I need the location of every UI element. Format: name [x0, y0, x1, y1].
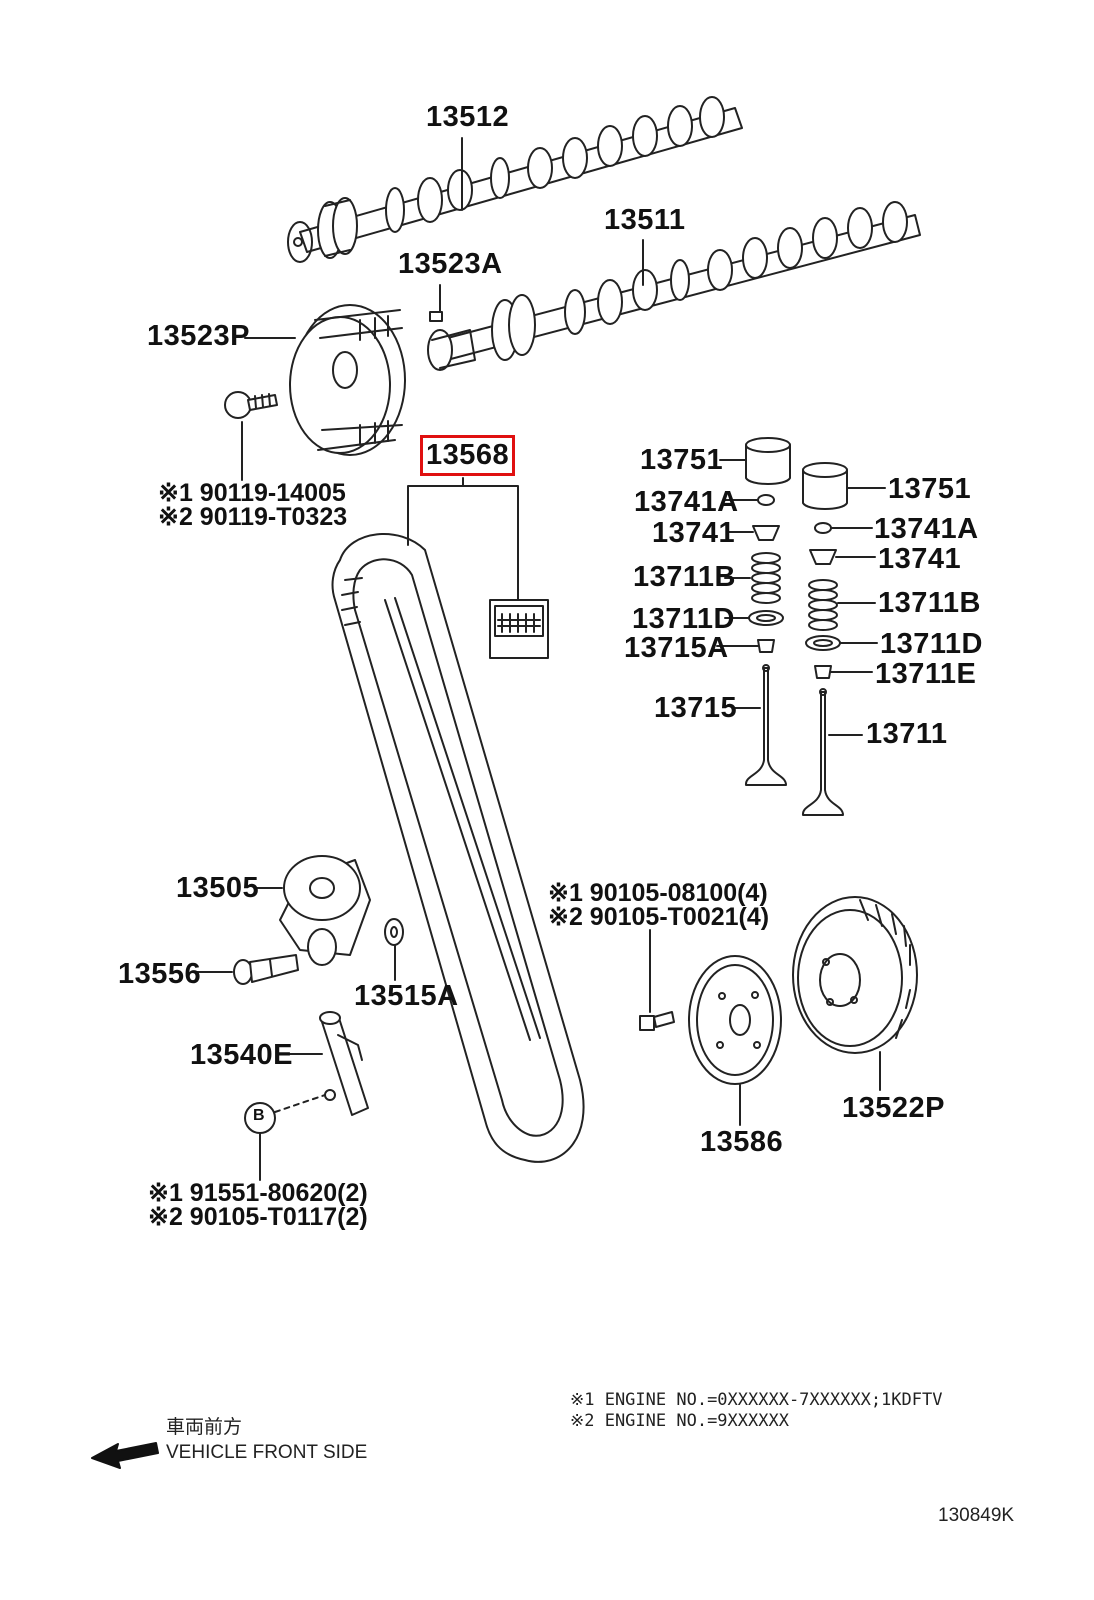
bolt-ref-crank-1[interactable]: ※1 90105-08100(4) — [548, 879, 768, 907]
part-label-13715[interactable]: 13715 — [654, 692, 738, 724]
exhaust-valve-13715[interactable] — [745, 664, 787, 786]
crankshaft-timing-pulley-13522P[interactable] — [792, 896, 918, 1054]
camshaft-13512[interactable] — [287, 96, 743, 263]
retainer-lock-13741A-right[interactable] — [814, 522, 832, 534]
part-label-13741-right[interactable]: 13741 — [878, 543, 962, 575]
crank-pulley-bolt[interactable] — [639, 1011, 675, 1031]
idler-pin-13556[interactable] — [233, 954, 299, 985]
timing-belt-13568[interactable] — [331, 533, 585, 1163]
intake-valve-13711[interactable] — [802, 688, 844, 816]
idler-pulley-13505[interactable] — [279, 855, 371, 966]
vehicle-front-label-jp: 車両前方 — [166, 1417, 243, 1438]
key-13523A[interactable] — [429, 284, 443, 322]
bolt-ref-tensioner-1[interactable]: ※1 91551-80620(2) — [148, 1179, 368, 1207]
part-label-13586[interactable]: 13586 — [700, 1126, 784, 1158]
part-label-13741A-right[interactable]: 13741A — [874, 513, 979, 545]
valve-spring-13711B-right[interactable] — [808, 579, 838, 631]
bolt-ref-crank-2[interactable]: ※2 90105-T0021(4) — [548, 903, 770, 931]
valve-spring-13711B-left[interactable] — [751, 552, 781, 604]
part-label-13711B-left[interactable]: 13711B — [633, 561, 736, 593]
camshaft-13511[interactable] — [427, 201, 921, 371]
valve-lifter-13751-right[interactable] — [802, 462, 848, 510]
part-label-13711D-right[interactable]: 13711D — [880, 628, 983, 660]
belt-label-card[interactable] — [489, 599, 549, 659]
part-label-13522P[interactable]: 13522P — [842, 1092, 945, 1124]
valve-seal-13711E[interactable] — [814, 665, 832, 679]
pulley-bolt[interactable] — [224, 391, 278, 419]
vehicle-front-arrow-icon — [91, 1442, 159, 1469]
part-label-13556[interactable]: 13556 — [118, 958, 202, 990]
crankshaft-pulley-13586[interactable] — [688, 955, 782, 1085]
part-label-13741A-left[interactable]: 13741A — [634, 486, 739, 518]
leader-13568 — [407, 477, 519, 601]
part-label-13711E[interactable]: 13711E — [875, 658, 977, 690]
valve-train-left — [716, 437, 791, 786]
engine-note-2: ※2 ENGINE NO.=9XXXXXX — [570, 1411, 789, 1431]
retainer-13741-left[interactable] — [752, 525, 780, 541]
part-label-13523P[interactable]: 13523P — [147, 320, 250, 352]
engine-note-1: ※1 ENGINE NO.=0XXXXXX-7XXXXXX;1KDFTV — [570, 1390, 943, 1410]
washer-13515A[interactable] — [384, 918, 404, 946]
valve-seal-13715A[interactable] — [757, 639, 775, 653]
bolt-ref-pulley-2[interactable]: ※2 90119-T0323 — [158, 503, 348, 531]
retainer-lock-13741A-left[interactable] — [757, 494, 775, 506]
diagram-id: 130849K — [938, 1505, 1015, 1526]
part-label-13751-left[interactable]: 13751 — [640, 444, 724, 476]
dashed-link-b — [274, 1094, 326, 1113]
part-label-13751-right[interactable]: 13751 — [888, 473, 972, 505]
part-label-13568-highlighted[interactable]: 13568 — [419, 435, 516, 476]
belt-tensioner-13540E[interactable] — [319, 1011, 369, 1116]
callout-b-label: B — [253, 1107, 265, 1124]
spring-seat-13711D-right[interactable] — [805, 635, 841, 651]
part-label-13715A[interactable]: 13715A — [624, 632, 729, 664]
part-label-13711B-right[interactable]: 13711B — [878, 587, 981, 619]
part-label-13511[interactable]: 13511 — [604, 204, 686, 236]
part-label-13741-left[interactable]: 13741 — [652, 517, 736, 549]
valve-train-right — [802, 462, 886, 816]
part-label-13515A[interactable]: 13515A — [354, 980, 459, 1012]
part-label-13711D-left[interactable]: 13711D — [632, 603, 735, 635]
bolt-ref-tensioner-2[interactable]: ※2 90105-T0117(2) — [148, 1203, 368, 1231]
bolt-ref-pulley-1[interactable]: ※1 90119-14005 — [158, 479, 346, 507]
valve-lifter-13751-left[interactable] — [745, 437, 791, 485]
part-label-13512[interactable]: 13512 — [426, 101, 510, 133]
part-label-13711[interactable]: 13711 — [866, 718, 948, 750]
retainer-13741-right[interactable] — [809, 549, 837, 565]
part-label-13540E[interactable]: 13540E — [190, 1039, 293, 1071]
vehicle-front-label-en: VEHICLE FRONT SIDE — [166, 1442, 368, 1463]
spring-seat-13711D-left[interactable] — [748, 610, 784, 626]
part-label-13505[interactable]: 13505 — [176, 872, 260, 904]
part-label-13523A[interactable]: 13523A — [398, 248, 503, 280]
camshaft-pulley-13523P[interactable] — [289, 304, 406, 456]
